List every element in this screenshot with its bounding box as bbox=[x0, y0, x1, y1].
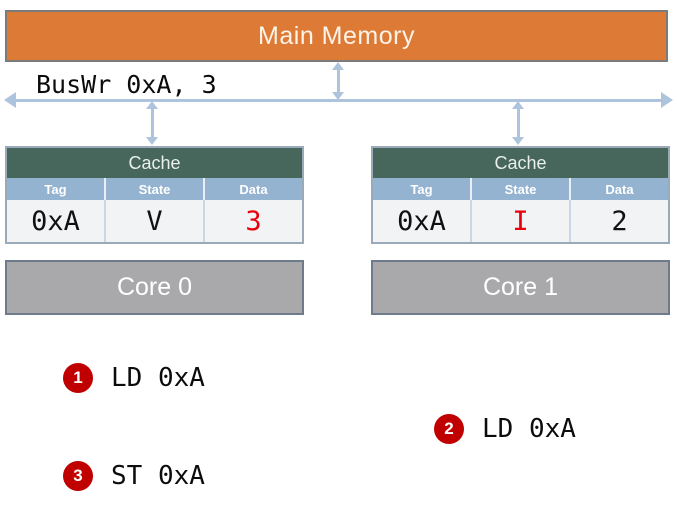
double-arrow-vertical-icon bbox=[146, 137, 158, 145]
cache-title: Cache bbox=[373, 148, 668, 178]
instruction-step-2: 2 LD 0xA bbox=[434, 414, 576, 444]
connector-stem bbox=[151, 108, 154, 138]
cache-column-headers: Tag State Data bbox=[7, 178, 302, 200]
column-header-state: State bbox=[472, 178, 571, 200]
cell-data: 3 bbox=[245, 205, 262, 237]
memory-bus-connector bbox=[332, 62, 345, 100]
bus-write-label: BusWr 0xA, 3 bbox=[36, 70, 217, 99]
table-row: 0xA V 3 bbox=[7, 200, 302, 242]
cache-column-headers: Tag State Data bbox=[373, 178, 668, 200]
cache-table-core0: Cache Tag State Data 0xA V 3 bbox=[5, 146, 304, 244]
cache1-bus-connector bbox=[512, 101, 525, 145]
cache-table-core1: Cache Tag State Data 0xA I 2 bbox=[371, 146, 670, 244]
cell-tag: 0xA bbox=[7, 200, 106, 242]
cell-tag: 0xA bbox=[373, 200, 472, 242]
column-header-state: State bbox=[106, 178, 205, 200]
column-header-tag: Tag bbox=[373, 178, 472, 200]
double-arrow-vertical-icon bbox=[332, 62, 344, 70]
column-header-tag: Tag bbox=[7, 178, 106, 200]
step-number-badge: 1 bbox=[63, 363, 93, 393]
column-header-data: Data bbox=[605, 181, 634, 197]
cache0-bus-connector bbox=[146, 101, 159, 145]
arrow-left-icon bbox=[4, 92, 16, 108]
instruction-text: ST 0xA bbox=[111, 461, 205, 491]
core-0-block: Core 0 bbox=[5, 260, 304, 315]
core-1-label: Core 1 bbox=[482, 273, 559, 301]
instruction-text: LD 0xA bbox=[482, 414, 576, 444]
instruction-step-3: 3 ST 0xA bbox=[63, 461, 205, 491]
double-arrow-vertical-icon bbox=[146, 101, 158, 109]
instruction-text: LD 0xA bbox=[111, 363, 205, 393]
double-arrow-vertical-icon bbox=[512, 101, 524, 109]
double-arrow-vertical-icon bbox=[332, 92, 344, 100]
connector-stem bbox=[517, 108, 520, 138]
cell-state: I bbox=[472, 200, 571, 242]
cell-data: 2 bbox=[611, 205, 628, 237]
instruction-step-1: 1 LD 0xA bbox=[63, 363, 205, 393]
column-header-data: Data bbox=[239, 181, 268, 197]
main-memory-label: Main Memory bbox=[258, 21, 415, 50]
core-1-block: Core 1 bbox=[371, 260, 670, 315]
step-number-badge: 3 bbox=[63, 461, 93, 491]
arrow-right-icon bbox=[661, 92, 673, 108]
step-number-badge: 2 bbox=[434, 414, 464, 444]
double-arrow-vertical-icon bbox=[512, 137, 524, 145]
cell-state: V bbox=[106, 200, 205, 242]
core-0-label: Core 0 bbox=[116, 273, 193, 301]
bus-line bbox=[14, 99, 663, 102]
cache-title: Cache bbox=[7, 148, 302, 178]
table-row: 0xA I 2 bbox=[373, 200, 668, 242]
main-memory-block: Main Memory bbox=[5, 10, 668, 62]
connector-stem bbox=[337, 69, 340, 93]
